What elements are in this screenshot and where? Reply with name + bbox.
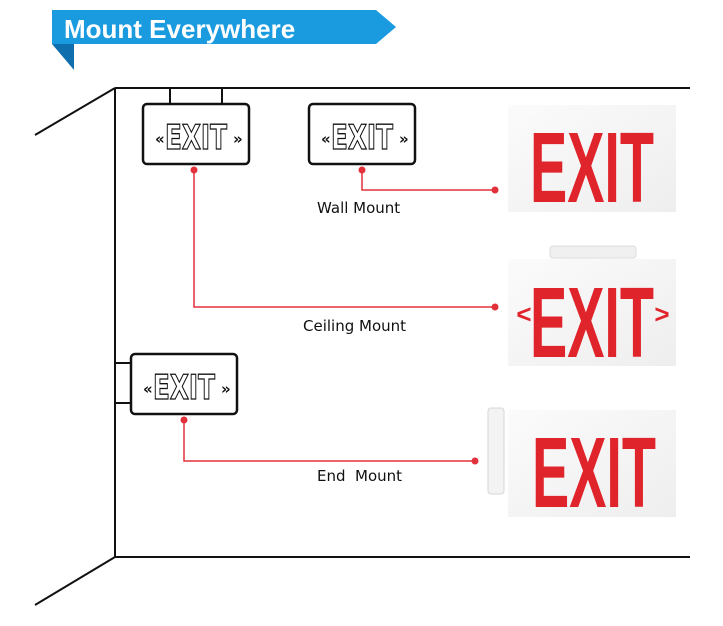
ceiling-connector-line xyxy=(193,170,495,308)
wall-sign-frame xyxy=(307,102,417,166)
wall-sign-arrow-right: » xyxy=(399,130,409,148)
wall-connector-end-dot xyxy=(491,186,499,194)
wall-product-panel xyxy=(508,105,676,212)
ceiling-sign-arrow-left: « xyxy=(155,130,165,148)
ceiling-product-arrow-left: < xyxy=(516,299,531,329)
connector-dots xyxy=(180,166,499,465)
ceiling-product-canopy xyxy=(549,245,637,259)
wall-product-exit-text: EXIT xyxy=(530,112,654,224)
banner-fold-shadow xyxy=(52,44,74,70)
banner-title: Mount Everywhere xyxy=(64,14,295,44)
ceiling-sign-arrow-right: » xyxy=(233,130,243,148)
wall-mount-outline-sign: « EXIT » xyxy=(307,102,417,166)
end-sign-frame xyxy=(129,352,239,416)
left-floor-line xyxy=(34,556,116,606)
wall-connector-line xyxy=(361,170,495,191)
end-connector-start-dot xyxy=(180,416,188,424)
end-sign-text: EXIT xyxy=(153,368,216,408)
end-mount-outline-sign: « EXIT » xyxy=(114,352,239,416)
ceiling-sign-frame xyxy=(141,102,251,166)
end-mount-label: End Mount xyxy=(317,467,402,485)
left-ceiling-line xyxy=(34,87,116,136)
wall-mount-product-photo: EXIT xyxy=(508,105,676,224)
ceiling-connector-start-dot xyxy=(190,166,198,174)
room-outline xyxy=(34,87,690,606)
end-sign-arrow-right: » xyxy=(221,380,231,398)
end-connector-end-dot xyxy=(471,457,479,465)
wall-sign-text: EXIT xyxy=(331,118,394,158)
title-banner: Mount Everywhere xyxy=(52,10,396,70)
connectors xyxy=(183,170,495,462)
banner-ribbon xyxy=(52,10,396,44)
ceiling-sign-text: EXIT xyxy=(165,118,228,158)
wall-connector-start-dot xyxy=(358,166,366,174)
end-product-bracket xyxy=(487,407,505,495)
wall-sign-arrow-left: « xyxy=(321,130,331,148)
end-mount-bracket xyxy=(114,362,132,404)
ceiling-product-panel xyxy=(508,259,676,366)
ceiling-mount-outline-sign: « EXIT » xyxy=(141,88,251,166)
ceiling-mount-product-photo: < EXIT > xyxy=(508,245,676,379)
end-mount-product-photo: EXIT xyxy=(487,407,676,529)
end-product-exit-text: EXIT xyxy=(532,417,656,529)
ceiling-product-arrow-right: > xyxy=(654,299,669,329)
end-sign-arrow-left: « xyxy=(143,380,153,398)
ceiling-connector-end-dot xyxy=(491,303,499,311)
end-product-panel xyxy=(508,410,676,517)
wall-mount-label: Wall Mount xyxy=(317,199,400,217)
end-connector-line xyxy=(183,420,475,462)
ceiling-product-exit-text: EXIT xyxy=(530,267,654,379)
ceiling-mount-label: Ceiling Mount xyxy=(303,317,406,335)
